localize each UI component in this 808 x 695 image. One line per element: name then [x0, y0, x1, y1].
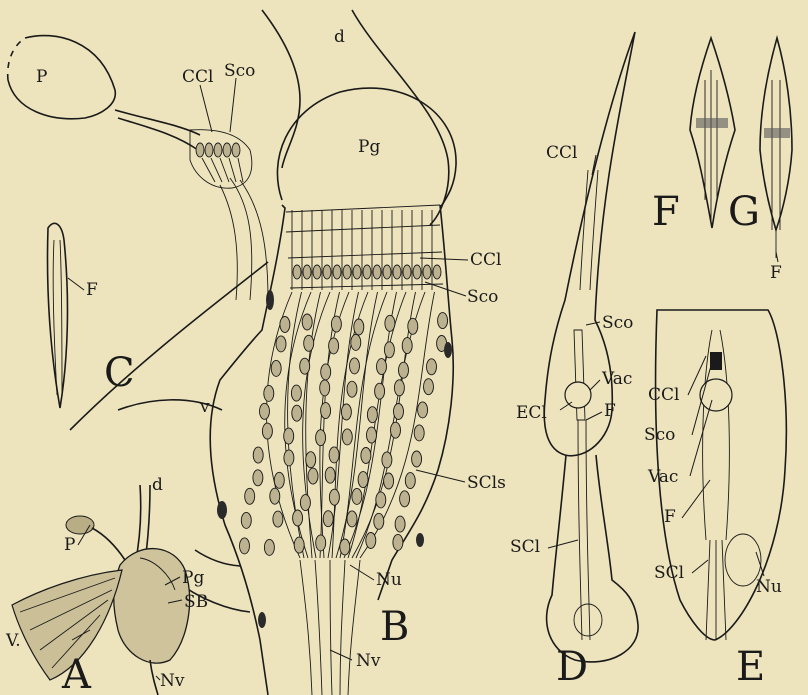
label-g-f: F — [770, 263, 782, 283]
label-v: v — [199, 397, 210, 417]
label-ccl-b-top: CCl — [182, 67, 213, 87]
label-d-scl: SCl — [510, 537, 540, 557]
label-pg: Pg — [358, 137, 380, 157]
label-e-sco: Sco — [644, 425, 675, 445]
panel-letter-d: D — [556, 644, 588, 690]
label-sco-b-top: Sco — [224, 61, 255, 81]
panel-letter-b: B — [380, 604, 409, 650]
label-sco-b: Sco — [467, 287, 498, 307]
label-a-d: d — [152, 475, 163, 495]
label-p: P — [36, 67, 47, 87]
label-d-f: F — [604, 401, 616, 421]
label-e-f: F — [664, 507, 676, 527]
panel-letter-f: F — [652, 189, 680, 235]
label-d-ecl: ECl — [516, 403, 547, 423]
label-e-scl: SCl — [654, 563, 684, 583]
panel-letter-e: E — [736, 644, 765, 690]
label-nu: Nu — [376, 570, 402, 590]
label-f-c: F — [86, 280, 98, 300]
label-scls: SCls — [467, 473, 506, 493]
label-e-vac: Vac — [647, 467, 678, 487]
label-a-pg: Pg — [182, 568, 204, 588]
label-e-nu: Nu — [756, 577, 782, 597]
label-d-sco: Sco — [602, 313, 633, 333]
label-d-ccl: CCl — [546, 143, 577, 163]
label-e-ccl: CCl — [648, 385, 679, 405]
panel-letter-c: C — [104, 350, 135, 396]
panel-letter-a: A — [61, 652, 92, 695]
panel-letter-g: G — [728, 189, 760, 235]
label-a-sb: SB — [184, 592, 208, 612]
label-a-nv: Nv — [160, 671, 185, 691]
label-a-p: P — [64, 535, 75, 555]
label-a-v: V. — [5, 631, 21, 651]
label-d-vac: Vac — [601, 369, 632, 389]
label-nv: Nv — [356, 651, 381, 671]
label-ccl-b: CCl — [470, 250, 501, 270]
label-d: d — [334, 27, 345, 47]
